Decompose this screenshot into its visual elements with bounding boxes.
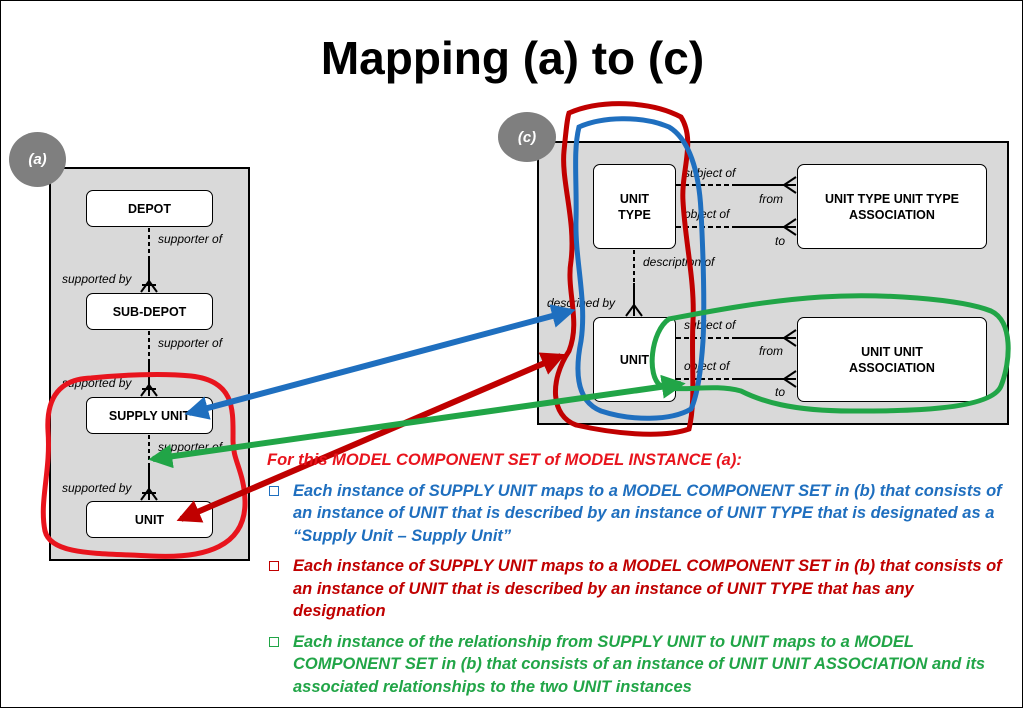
rel-object-of-1: object of: [684, 207, 730, 221]
rel-supported-by-1: supported by: [62, 272, 132, 286]
rel-supporter-of-1: supporter of: [158, 232, 223, 246]
checkbox-bullet-icon: [269, 485, 279, 496]
mapping-notes: For this MODEL COMPONENT SET of MODEL IN…: [267, 449, 1002, 706]
rel-from-2: from: [759, 344, 783, 358]
checkbox-bullet-icon: [269, 636, 279, 647]
blue-loop-panel-c: [573, 116, 707, 421]
red-loop-panel-a: [40, 372, 248, 559]
blue-mapping-arrow: [184, 304, 576, 420]
rel-to-2: to: [775, 385, 786, 399]
entity-unit-type: UNIT TYPE: [593, 164, 676, 249]
rel-to-1: to: [775, 234, 786, 248]
note-bullet-green: Each instance of the relationship from S…: [267, 631, 1002, 699]
note-bullet-blue: Each instance of SUPPLY UNIT maps to a M…: [267, 480, 1002, 548]
note-text-green: Each instance of the relationship from S…: [293, 632, 986, 696]
rel-description-of: description of: [643, 255, 715, 269]
entity-depot: DEPOT: [86, 190, 213, 227]
rel-supported-by-3: supported by: [62, 481, 132, 495]
panel-a-badge: (a): [9, 132, 66, 187]
slide-title: Mapping (a) to (c): [320, 32, 705, 84]
rel-object-of-2: object of: [684, 359, 730, 373]
green-mapping-arrow: [148, 374, 686, 469]
panel-c-badge: (c): [498, 112, 556, 162]
rel-from-1: from: [759, 192, 783, 206]
checkbox-bullet-icon: [269, 561, 279, 571]
entity-unit-type-unit-type-association: UNIT TYPE UNIT TYPE ASSOCIATION: [797, 164, 987, 249]
note-text-blue: Each instance of SUPPLY UNIT maps to a M…: [293, 481, 1002, 545]
note-bullet-red: Each instance of SUPPLY UNIT maps to a M…: [267, 555, 1002, 623]
entity-unit-unit-association: UNIT UNIT ASSOCIATION: [797, 317, 987, 402]
notes-heading: For this MODEL COMPONENT SET of MODEL IN…: [267, 451, 742, 469]
note-text-red: Each instance of SUPPLY UNIT maps to a M…: [293, 557, 1002, 620]
rel-subject-of-2: subject of: [684, 318, 736, 332]
green-loop-panel-c: [649, 293, 1011, 414]
